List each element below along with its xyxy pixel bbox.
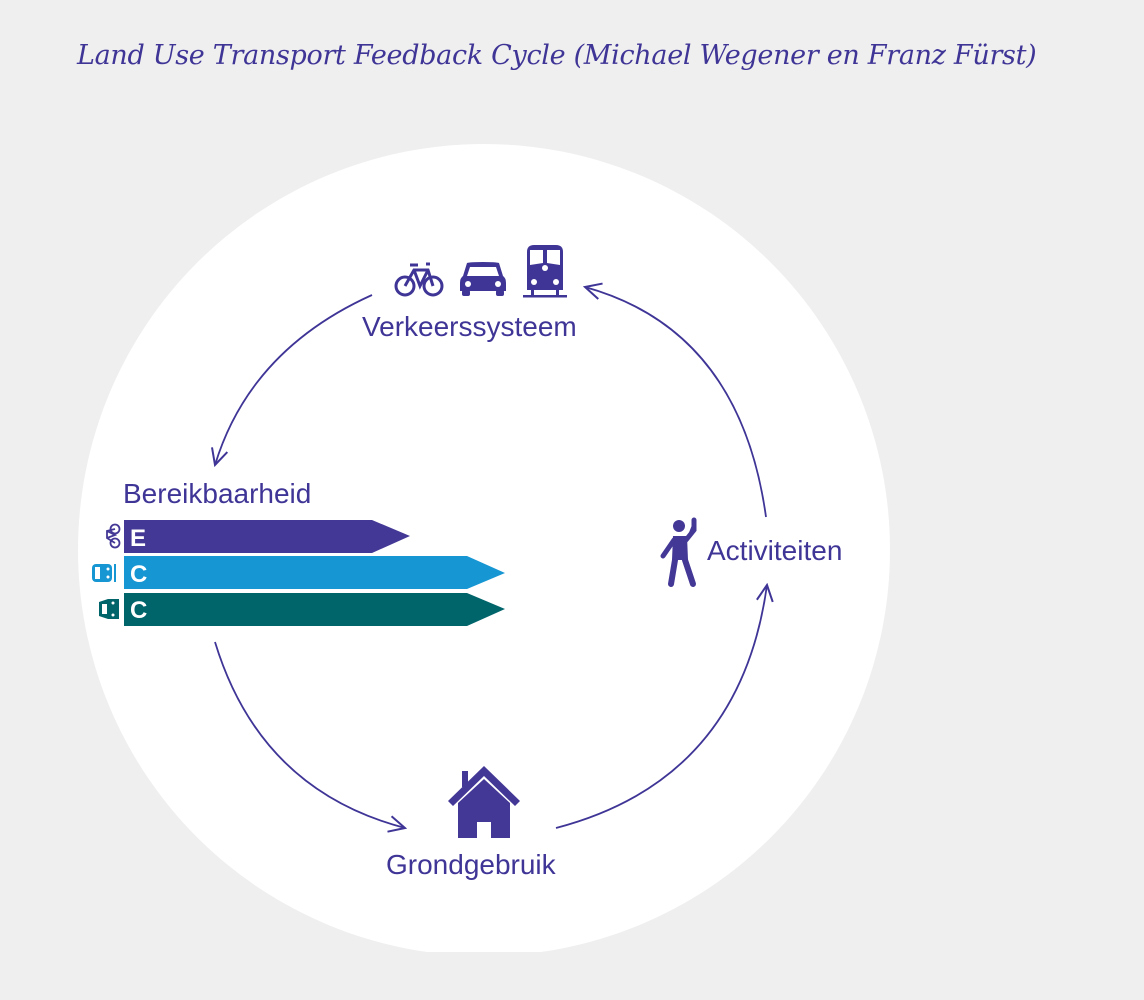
- arrow-activities-to-transport: [585, 287, 767, 518]
- node-label-activities: Activiteiten: [707, 535, 842, 566]
- node-label-transport: Verkeerssysteem: [362, 311, 577, 342]
- bicycle-icon: [394, 262, 444, 297]
- background-circle: [78, 144, 890, 952]
- rating-letter-bicycle: E: [130, 525, 146, 552]
- train-icon: [523, 245, 567, 298]
- person-icon: [660, 517, 697, 587]
- arrow-landuse-to-activities: [555, 585, 767, 829]
- diagram-title: Land Use Transport Feedback Cycle (Micha…: [77, 40, 1037, 71]
- rating-letter-train: C: [130, 561, 147, 588]
- arrow-accessibility-to-landuse: [214, 641, 405, 828]
- bicycle-icon: [106, 523, 121, 549]
- rating-bar-bicycle: [124, 520, 410, 553]
- arrow-transport-to-accessibility: [215, 294, 373, 465]
- house-icon: [448, 766, 520, 838]
- car-icon: [460, 262, 506, 296]
- train-icon: [92, 564, 116, 582]
- node-label-land-use: Grondgebruik: [386, 849, 557, 880]
- rating-bar-car: [124, 593, 505, 626]
- node-label-accessibility: Bereikbaarheid: [123, 478, 311, 509]
- rating-bar-train: [124, 556, 505, 589]
- car-icon: [99, 599, 119, 619]
- rating-letter-car: C: [130, 597, 147, 624]
